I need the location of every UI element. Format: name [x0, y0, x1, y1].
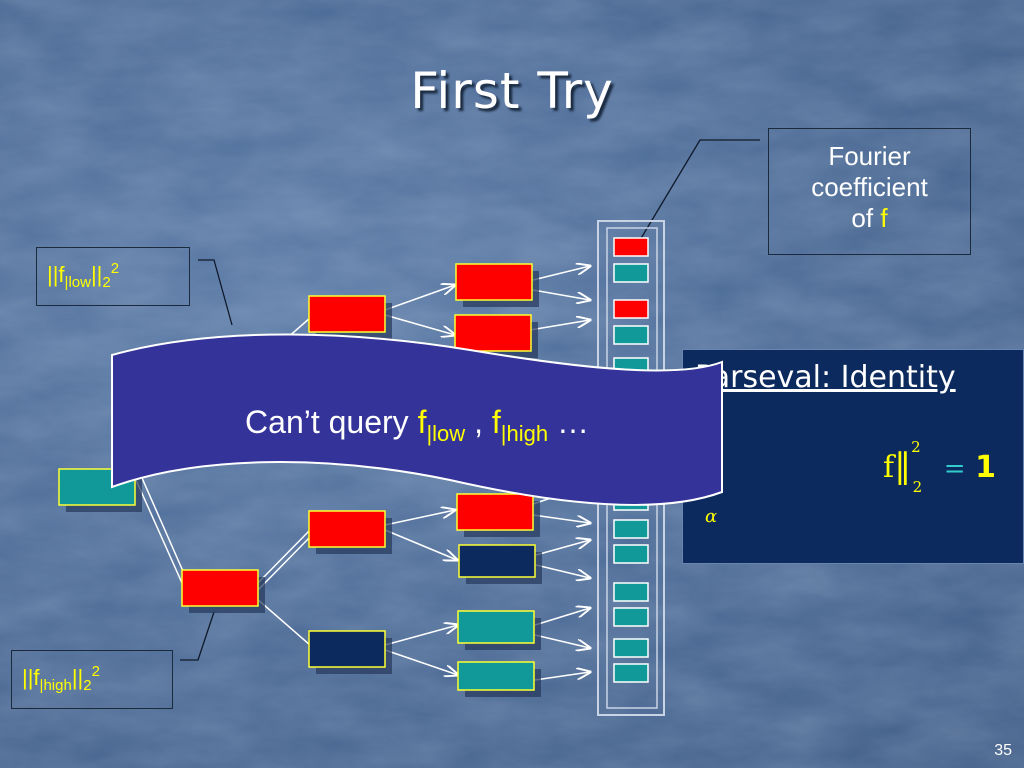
edge — [534, 608, 590, 626]
parseval-one: 1 — [975, 450, 996, 485]
coefficient-cell — [613, 544, 649, 564]
norm-high-power: 2 — [91, 663, 100, 680]
banner-sub-low: |low — [426, 421, 466, 446]
fourier-coefficient-callout: Fourier coefficient of f — [768, 128, 971, 255]
coefficient-cell — [613, 607, 649, 627]
tree-node — [308, 510, 386, 548]
coefficient-cell — [613, 263, 649, 283]
tree-node — [308, 630, 386, 668]
tree-node — [457, 661, 535, 691]
tree-node-high — [181, 569, 259, 607]
parseval-sup: 2 — [911, 438, 921, 456]
slide-title: First Try — [410, 62, 614, 120]
edge — [529, 320, 590, 331]
parseval-f: f — [883, 450, 895, 485]
edge — [532, 266, 590, 281]
tree-node — [454, 314, 532, 352]
edge — [532, 289, 590, 300]
banner-sub-high: |high — [500, 421, 549, 446]
coefficient-cell — [613, 638, 649, 658]
norm-low-label: ||f|low||22 — [36, 247, 190, 306]
slide-number: 35 — [994, 742, 1012, 759]
coefficient-cell — [613, 299, 649, 319]
banner-var-f-low: f — [417, 404, 427, 440]
parseval-equals: = — [943, 454, 966, 484]
callout-line-fourier — [639, 139, 760, 241]
norm-low-sub: |low — [64, 274, 91, 291]
parseval-sub: 2 — [912, 478, 923, 496]
norm-low-power: 2 — [110, 260, 120, 277]
norm-low-bars: || — [90, 262, 103, 287]
fourier-line-1: Fourier — [828, 141, 911, 171]
parseval-alpha: α — [705, 506, 718, 527]
banner-message: Can’t query f|low , f|high … — [112, 404, 722, 447]
edge — [535, 540, 590, 556]
callout-line-low — [198, 259, 233, 326]
banner-shape — [111, 333, 723, 506]
edge — [384, 529, 457, 560]
edge — [534, 672, 590, 681]
edge — [255, 529, 311, 586]
edge — [384, 649, 458, 675]
tree-node-low — [308, 295, 386, 333]
norm-high-label: ||f|high||22 — [11, 650, 173, 709]
banner-text-prefix: Can’t query — [245, 404, 418, 440]
edge — [384, 510, 455, 526]
fourier-line-2: coefficient — [811, 172, 928, 202]
parseval-title: Parseval: Identity — [695, 360, 956, 395]
tree-node — [456, 493, 534, 531]
tree-node — [455, 263, 533, 301]
edge — [384, 625, 458, 646]
norm-low-index: 2 — [102, 274, 111, 291]
tree-node — [458, 544, 536, 578]
edge — [141, 477, 187, 579]
norm-low-prefix: ||f — [47, 262, 65, 287]
callout-line-high — [180, 611, 215, 661]
banner-ellipsis: … — [548, 404, 589, 440]
norm-high-sub: |high — [39, 677, 72, 694]
banner-var-f-high: f — [491, 404, 501, 440]
norm-high-prefix: ||f — [22, 665, 40, 690]
edge — [535, 564, 590, 578]
edge — [257, 534, 313, 591]
coefficient-cell — [613, 519, 649, 539]
edge — [534, 634, 590, 648]
fourier-line-3: of — [851, 203, 881, 233]
norm-high-bars: || — [71, 665, 84, 690]
norm-high-index: 2 — [83, 677, 92, 694]
tree-node — [457, 610, 535, 644]
coefficient-cell — [613, 663, 649, 683]
coefficient-cell — [613, 237, 649, 257]
banner-sep: , — [465, 404, 492, 440]
coefficient-cell — [613, 325, 649, 345]
edge — [384, 314, 455, 335]
edge — [135, 479, 183, 584]
edge — [384, 285, 455, 311]
fourier-var-f: f — [880, 203, 888, 233]
parseval-equation: f‖22 = 1 — [883, 438, 996, 496]
coefficient-cell — [613, 582, 649, 602]
edge — [532, 514, 590, 523]
